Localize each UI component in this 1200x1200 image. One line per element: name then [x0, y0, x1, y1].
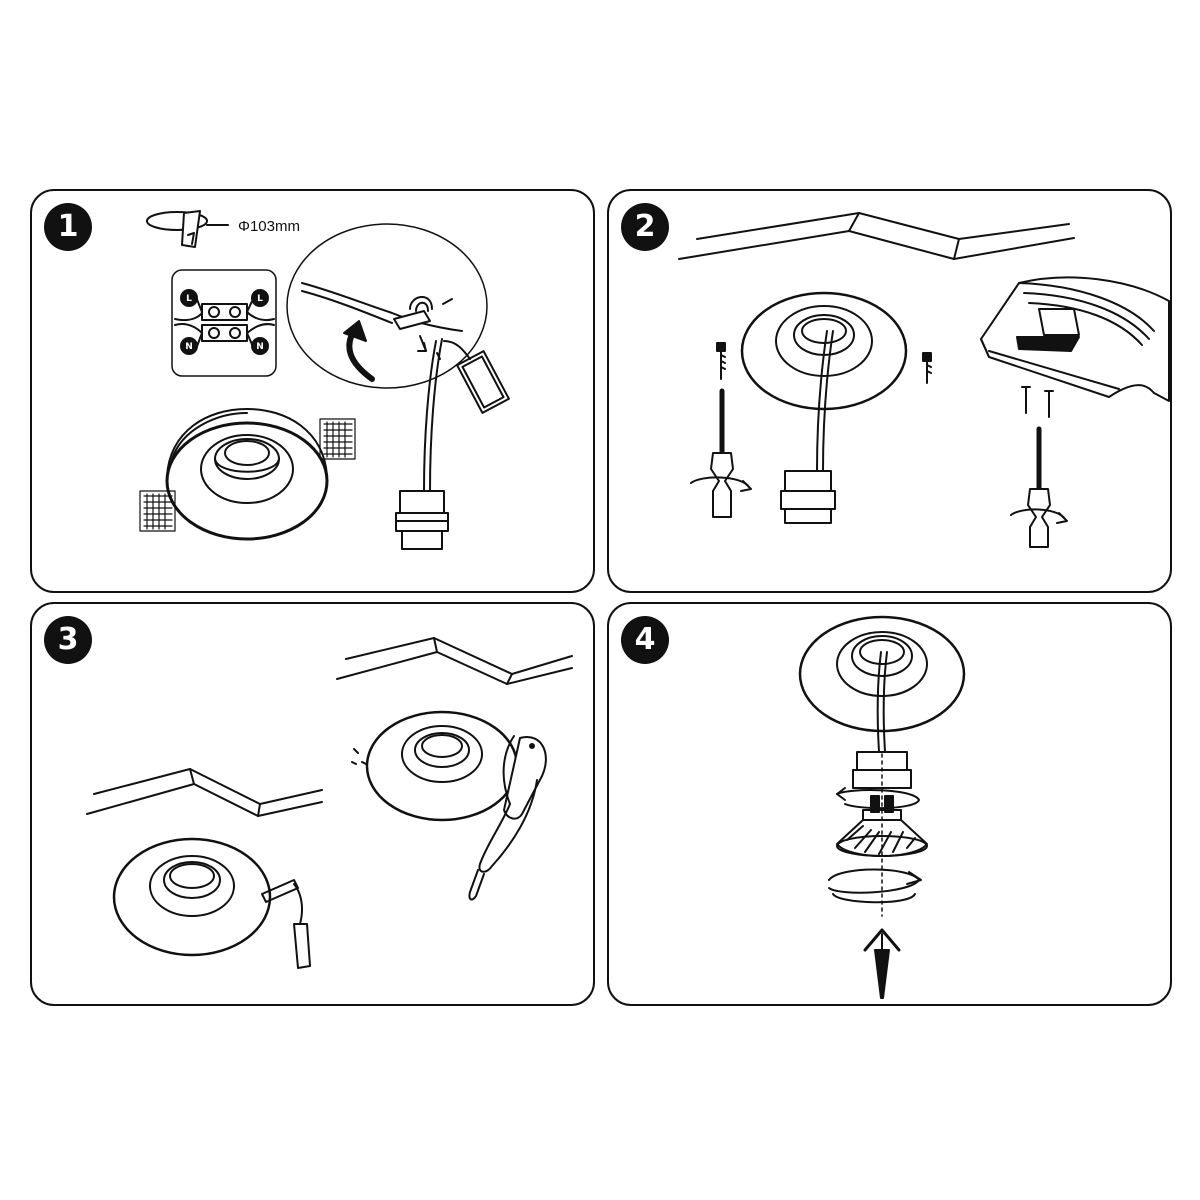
rotate-arrow-icon [836, 787, 920, 810]
downlight-ring-icon [112, 837, 272, 957]
step-1-badge: 1 [44, 203, 92, 251]
downlight-ring-icon [740, 291, 908, 472]
screw-icon [716, 342, 932, 384]
step-3-illustration [86, 637, 573, 969]
step-1-panel: 1 Φ103mm [30, 189, 595, 593]
ceiling-line-icon [678, 212, 1075, 260]
downlight-ring-icon [798, 615, 966, 733]
downlight-ring-icon [351, 710, 519, 822]
paint-brush-icon [468, 735, 547, 901]
retaining-ring-icon [828, 868, 922, 904]
ceiling-line-icon [336, 637, 573, 685]
screw-icon [1021, 386, 1054, 418]
step-1-illustration: L L N N [139, 210, 510, 550]
driver-cable-icon [423, 338, 510, 492]
installation-zoom-icon [286, 223, 488, 389]
lamp-socket-icon [852, 751, 912, 789]
lamp-socket-icon [780, 470, 836, 524]
step-3-badge: 3 [44, 616, 92, 664]
step-2-badge: 2 [621, 203, 669, 251]
laptop-icon [1016, 308, 1080, 352]
ceiling-line-icon [86, 768, 323, 817]
downlight-housing-icon [165, 408, 329, 541]
hole-cutter-icon [146, 210, 229, 248]
ceiling-cutaway-icon [980, 276, 1170, 402]
paint-roller-icon [261, 879, 311, 969]
step-4-panel: 4 [607, 602, 1172, 1006]
terminal-label: N [256, 342, 264, 352]
terminal-label: L [186, 294, 192, 304]
cutout-diameter-label: Φ103mm [238, 218, 300, 235]
screwdriver-icon [1010, 426, 1068, 548]
step-4-badge: 4 [621, 616, 669, 664]
wiring-diagram-icon [171, 269, 277, 377]
screwdriver-icon [690, 388, 752, 518]
bulb-pins-icon [870, 795, 894, 813]
lamp-socket-icon [395, 490, 449, 550]
step-2-illustration [678, 212, 1170, 548]
up-arrow-icon [863, 928, 901, 999]
terminal-label: N [185, 342, 193, 352]
step-4-illustration [798, 615, 966, 999]
step-2-panel: 2 [607, 189, 1172, 593]
spring-clip-icon [139, 418, 356, 532]
terminal-label: L [257, 294, 263, 304]
step-3-panel: 3 [30, 602, 595, 1006]
gu10-bulb-icon [836, 809, 928, 857]
